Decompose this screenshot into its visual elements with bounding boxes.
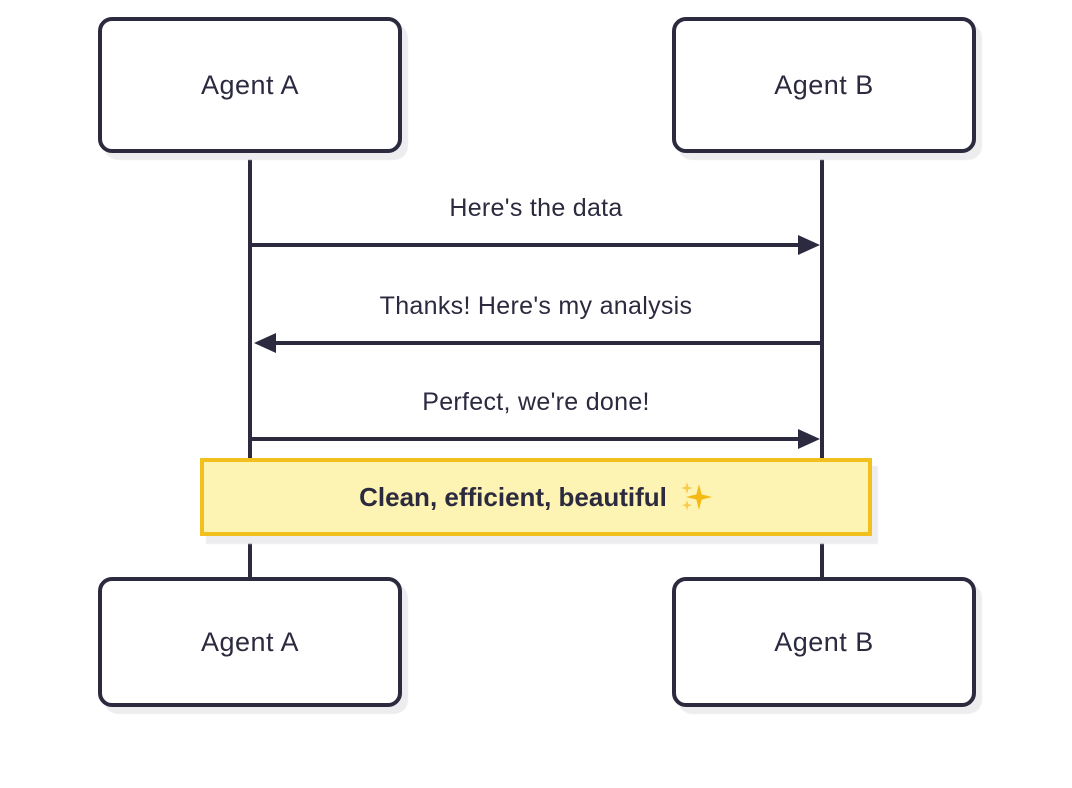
arrowhead-right-icon xyxy=(798,429,820,449)
arrowhead-right-icon xyxy=(798,235,820,255)
message-label: Thanks! Here's my analysis xyxy=(379,292,693,320)
note-text: Clean, efficient, beautiful xyxy=(359,481,667,512)
actor-box-agent-a-bottom: Agent A xyxy=(98,577,402,707)
lifeline-agent-b xyxy=(820,153,824,577)
message-arrow-line xyxy=(250,437,800,441)
actor-box-agent-b-bottom: Agent B xyxy=(672,577,976,707)
message-3: Perfect, we're done! xyxy=(250,385,822,465)
actor-box-agent-a-top: Agent A xyxy=(98,17,402,153)
message-arrow-line xyxy=(250,243,800,247)
actor-label: Agent A xyxy=(200,69,300,100)
message-label: Perfect, we're done! xyxy=(422,388,650,416)
arrowhead-left-icon xyxy=(254,333,276,353)
message-label: Here's the data xyxy=(449,194,623,222)
actor-label: Agent B xyxy=(774,69,874,100)
note-banner: Clean, efficient, beautiful xyxy=(200,458,872,536)
actor-label: Agent B xyxy=(774,626,874,657)
actor-label: Agent A xyxy=(200,626,300,657)
message-1: Here's the data xyxy=(250,191,822,271)
lifeline-agent-a xyxy=(248,153,252,577)
message-2: Thanks! Here's my analysis xyxy=(250,289,822,369)
message-arrow-line xyxy=(276,341,822,345)
sparkles-icon xyxy=(679,480,713,514)
actor-box-agent-b-top: Agent B xyxy=(672,17,976,153)
